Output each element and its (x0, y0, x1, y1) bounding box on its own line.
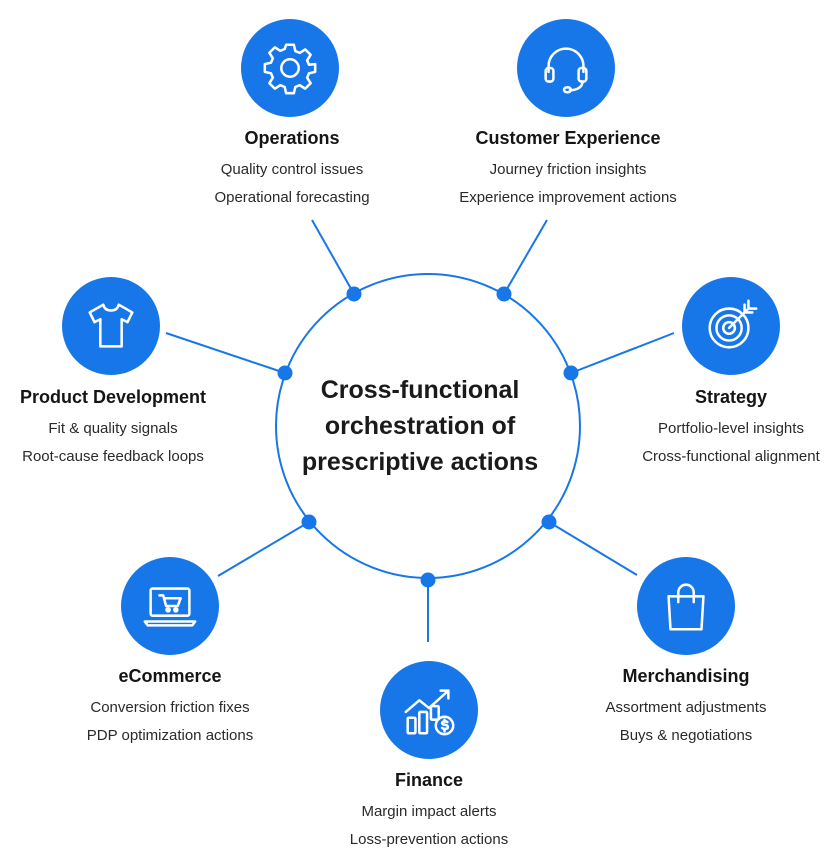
product-development-icon-badge (62, 277, 160, 375)
function-item: Journey friction insights (489, 161, 647, 178)
node-dot-strategy (563, 365, 579, 381)
merchandising-icon-badge (637, 557, 735, 655)
function-item: Root-cause feedback loops (22, 448, 204, 465)
ecommerce-icon-badge (121, 557, 219, 655)
function-item: Quality control issues (220, 161, 364, 178)
function-title: Product Development (19, 387, 207, 407)
function-item: Assortment adjustments (605, 699, 767, 716)
function-item: Conversion friction fixes (90, 699, 250, 716)
center-title: Cross-functional orchestration of prescr… (280, 372, 560, 480)
function-title: Strategy (694, 387, 768, 407)
function-title: eCommerce (118, 666, 222, 686)
function-item: Cross-functional alignment (642, 448, 820, 465)
connector-merchandising (548, 521, 638, 576)
finance-icon-badge (380, 661, 478, 759)
connector-customer-experience (503, 219, 548, 295)
laptop-cart-icon (143, 587, 197, 627)
node-dot-merchandising (541, 514, 557, 530)
function-ecommerce: eCommerce Conversion friction fixes PDP … (20, 664, 320, 750)
function-title: Operations (244, 128, 340, 148)
connector-operations (311, 219, 355, 295)
strategy-icon-badge (682, 277, 780, 375)
center-title-line: Cross-functional (320, 376, 520, 404)
function-customer-experience: Customer Experience Journey friction ins… (418, 126, 718, 212)
function-title: Customer Experience (475, 128, 661, 148)
headset-icon (544, 47, 588, 94)
node-dot-ecommerce (301, 514, 317, 530)
finance-chart-icon (404, 689, 455, 736)
function-item: Portfolio-level insights (658, 420, 804, 437)
function-item: Experience improvement actions (459, 189, 677, 206)
function-title: Finance (394, 770, 464, 790)
function-merchandising: Merchandising Assortment adjustments Buy… (536, 664, 836, 750)
function-item: Loss-prevention actions (349, 831, 509, 848)
function-item: Operational forecasting (214, 189, 370, 206)
function-operations: Operations Quality control issues Operat… (142, 126, 442, 212)
node-dot-customer-experience (496, 286, 512, 302)
gear-icon (263, 43, 317, 95)
connector-ecommerce (217, 521, 310, 577)
target-icon (708, 299, 758, 349)
function-item: Fit & quality signals (48, 420, 178, 437)
customer-experience-icon-badge (517, 19, 615, 117)
shopping-bag-icon (667, 583, 705, 631)
center-title-line: orchestration of (324, 412, 516, 440)
connector-strategy (570, 332, 675, 374)
function-title: Merchandising (622, 666, 750, 686)
node-dot-finance (420, 572, 436, 588)
function-item: Buys & negotiations (619, 727, 753, 744)
connector-product-development (165, 332, 286, 374)
node-dot-product-development (277, 365, 293, 381)
function-strategy: Strategy Portfolio-level insights Cross-… (581, 385, 840, 471)
operations-icon-badge (241, 19, 339, 117)
center-title-line: prescriptive actions (301, 448, 539, 476)
tshirt-icon (88, 303, 134, 348)
node-dot-operations (346, 286, 362, 302)
function-item: PDP optimization actions (86, 727, 254, 744)
function-finance: Finance Margin impact alerts Loss-preven… (279, 768, 579, 854)
function-item: Margin impact alerts (361, 803, 497, 820)
function-product-development: Product Development Fit & quality signal… (0, 385, 263, 471)
